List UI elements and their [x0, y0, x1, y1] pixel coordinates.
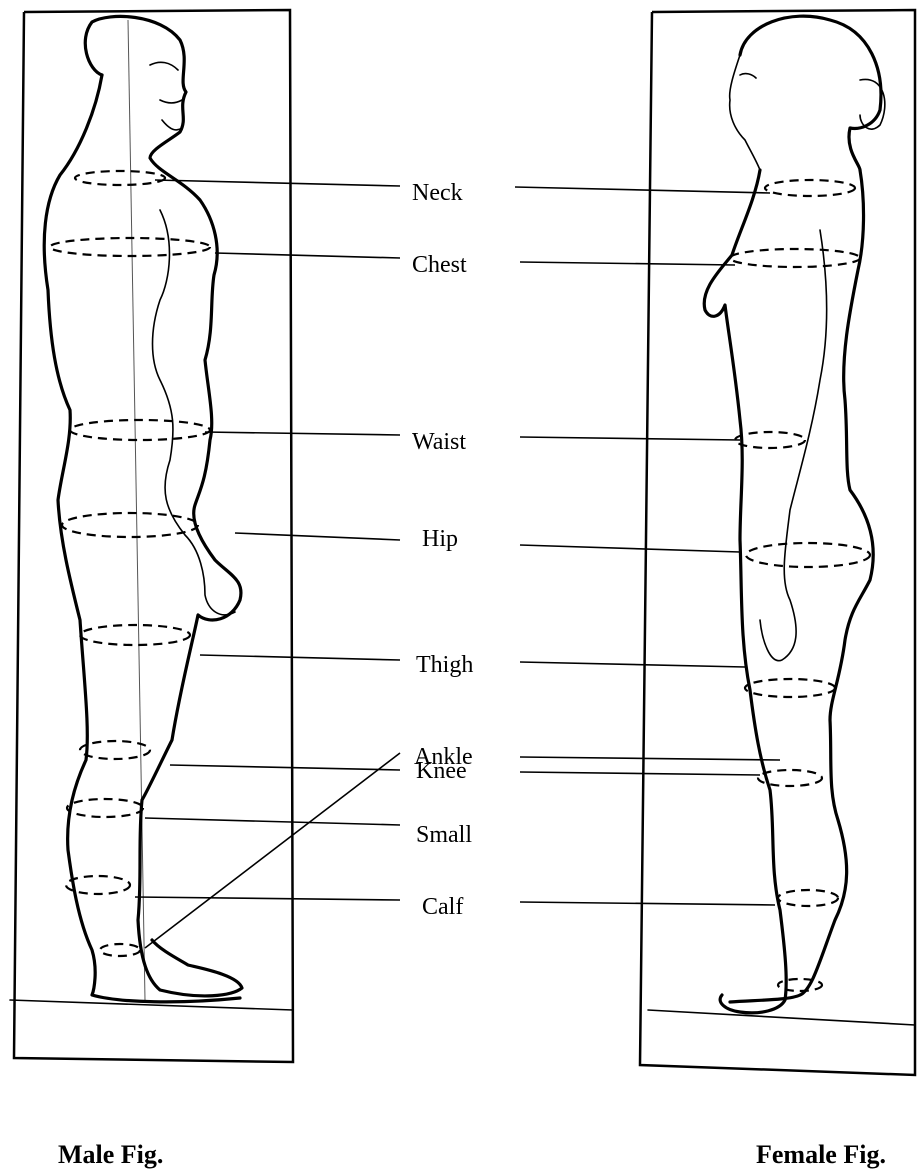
leader-calf-female	[520, 902, 775, 905]
male-ring-ankle-foot	[100, 944, 140, 956]
female-ring-chest	[730, 249, 860, 267]
leader-waist-female	[520, 437, 740, 440]
caption-female: Female Fig.	[756, 1142, 886, 1168]
label-neck: Neck	[412, 181, 463, 205]
male-center-line	[128, 20, 145, 1000]
label-ankle: Ankle	[414, 745, 473, 769]
female-face	[730, 55, 760, 170]
female-front-contour	[704, 170, 786, 1013]
leader-chest-female	[520, 262, 735, 265]
leader-thigh-female	[520, 662, 745, 667]
label-thigh: Thigh	[416, 653, 473, 677]
male-ring-small	[67, 799, 143, 817]
leader-chest-male	[215, 253, 400, 258]
male-ring-neck	[75, 171, 165, 185]
leader-knee-male	[170, 765, 400, 770]
leader-knee-female	[520, 772, 760, 775]
male-ring-thigh	[80, 625, 190, 645]
female-ring-neck	[765, 180, 855, 196]
caption-male: Male Fig.	[58, 1142, 163, 1168]
female-head	[740, 16, 881, 170]
male-back-contour	[85, 16, 242, 996]
male-arm	[153, 210, 236, 615]
leader-neck-male	[155, 180, 400, 186]
female-ring-calf	[778, 890, 838, 906]
leader-ankle-male-foot	[145, 753, 400, 948]
label-calf: Calf	[422, 895, 463, 919]
female-figure	[640, 10, 915, 1075]
male-ring-waist	[70, 420, 210, 440]
leader-hip-male	[235, 533, 400, 540]
male-front-contour	[44, 75, 240, 1002]
leader-thigh-male	[200, 655, 400, 660]
female-arm	[760, 230, 827, 661]
label-chest: Chest	[412, 253, 467, 277]
male-ring-chest	[50, 238, 210, 256]
male-figure	[10, 10, 293, 1062]
label-small: Small	[416, 823, 472, 847]
female-ground-line	[648, 1010, 915, 1025]
leader-neck-female	[515, 187, 770, 193]
leader-waist-male	[205, 432, 400, 435]
leader-small-male	[145, 818, 400, 825]
female-ring-waist	[735, 432, 805, 448]
leader-ankle-female	[520, 757, 780, 760]
female-ring-thigh	[745, 679, 835, 697]
female-ring-hip	[746, 543, 870, 567]
label-hip: Hip	[422, 527, 458, 551]
leader-hip-female	[520, 545, 740, 552]
leader-calf-male	[135, 897, 400, 900]
male-ring-knee	[80, 741, 150, 759]
female-back-contour	[730, 170, 873, 1002]
male-face	[150, 62, 182, 130]
label-waist: Waist	[412, 430, 466, 454]
